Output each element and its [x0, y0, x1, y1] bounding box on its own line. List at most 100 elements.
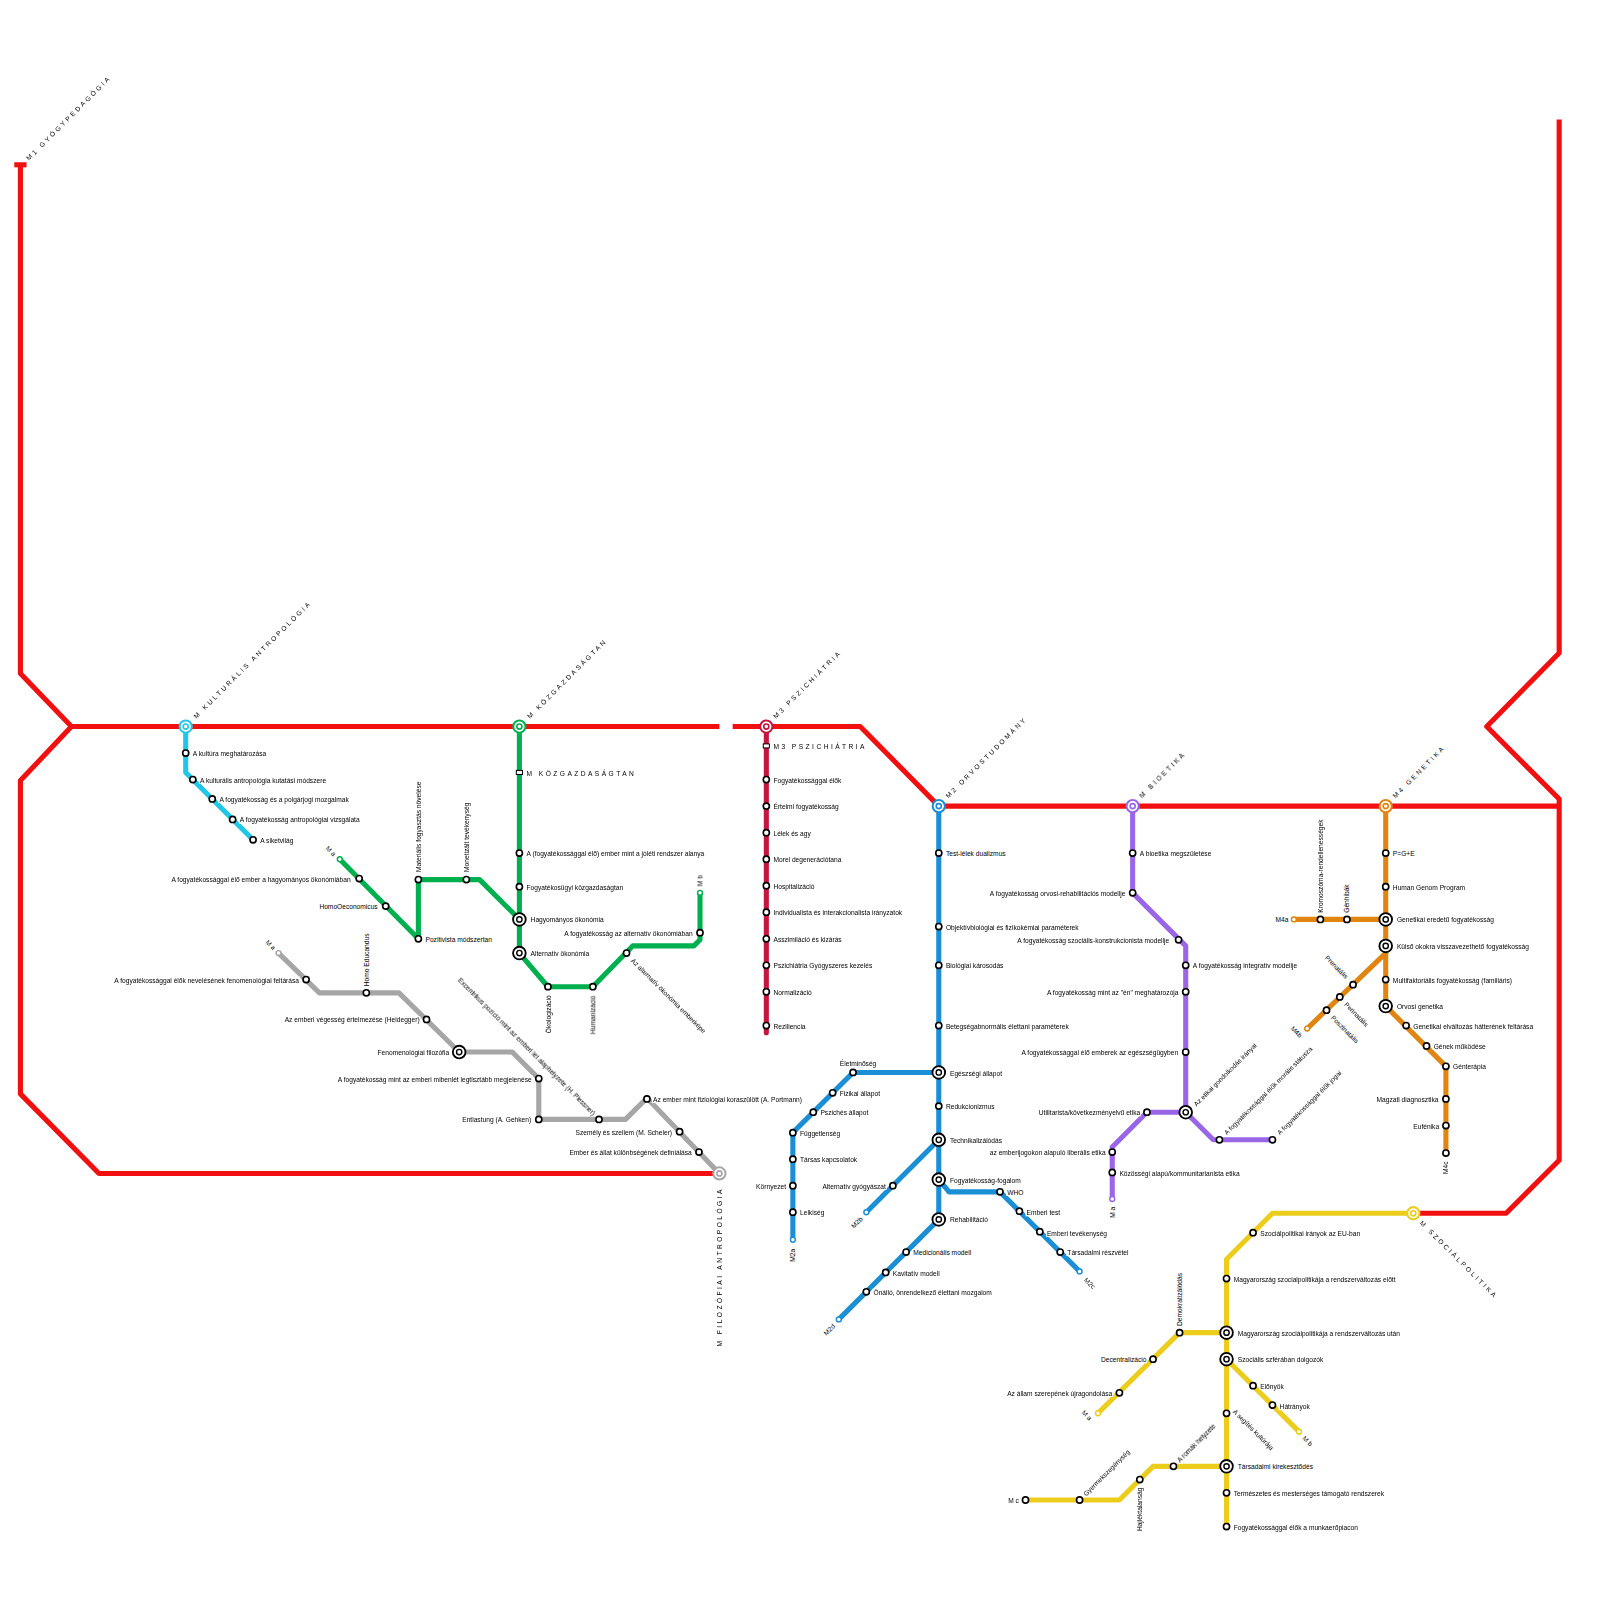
station-dot	[677, 1129, 683, 1135]
station-label: Biológiai károsodás	[945, 962, 1005, 970]
station-label: Asszimiláció és kizárás	[772, 935, 842, 943]
station-label: Genetikai eredetű fogyatékosság	[1396, 916, 1495, 924]
line-title: M KÖZGAZDASÁGTAN	[525, 636, 609, 720]
interchange-ring	[932, 1173, 945, 1186]
station-label: Perinatális	[1342, 1000, 1371, 1029]
terminal-ring	[1407, 1207, 1419, 1219]
station-label: Prenatális	[1323, 953, 1351, 981]
station-label: Medicionális modell	[912, 1248, 972, 1256]
line-title: M3 PSZICHIÁTRIA	[771, 647, 844, 720]
station-dot	[1423, 1043, 1429, 1049]
interchange-ring	[1179, 1106, 1192, 1119]
station-label: Redukcionizmus	[945, 1103, 996, 1111]
station-label: P=G+E	[1392, 849, 1416, 857]
station-dot	[936, 850, 942, 856]
line-title: M FILOZÓFIAI ANTROPOLÓGIA	[716, 1186, 724, 1347]
station-dot	[383, 903, 389, 909]
line-end-bar	[14, 162, 26, 167]
station-dot	[936, 923, 942, 929]
station-dot	[830, 1090, 836, 1096]
line-end	[1305, 1026, 1310, 1031]
station-label: M a	[1109, 1205, 1117, 1218]
station-dot	[810, 1109, 816, 1115]
station-dot	[1383, 977, 1389, 983]
station-label: Utilitarista/következményelvű etika	[1038, 1109, 1141, 1117]
terminal-rect	[763, 744, 769, 748]
station-label: Hátrányok	[1279, 1403, 1311, 1411]
station-dot	[415, 936, 421, 942]
station-label: Alternatív gyógyászat	[821, 1182, 886, 1190]
interchange-ring	[513, 947, 526, 960]
station-dot	[1443, 1096, 1449, 1102]
interchange-core	[517, 950, 522, 955]
station-dot	[230, 816, 236, 822]
station-label: M2a	[789, 1247, 797, 1262]
station-dot	[1130, 850, 1136, 856]
station-label: Fogyatékosság-fogalom	[949, 1176, 1022, 1184]
purple-line	[1112, 806, 1272, 1199]
station-label: M4c	[1442, 1160, 1450, 1175]
station-dot	[1269, 1402, 1275, 1408]
grey-line	[279, 953, 720, 1173]
station-label: Materiális fogyasztás növelése	[415, 780, 423, 872]
line-end	[836, 1317, 841, 1322]
station-label: Szociális szférában dolgozók	[1237, 1356, 1325, 1364]
terminal-ring	[713, 1167, 725, 1179]
station-dot	[1130, 890, 1136, 896]
station-label: Gyermekszegénység	[1081, 1447, 1132, 1498]
station-label: Természetes és mesterséges támogató rend…	[1233, 1489, 1385, 1497]
station-dot	[1176, 937, 1182, 943]
station-dot	[356, 876, 362, 882]
station-label: Az emberi végesség értelmezése (Heidegge…	[284, 1016, 421, 1024]
line-end	[1291, 917, 1296, 922]
station-dot	[1170, 1463, 1176, 1469]
station-label: A fogyatékossággal élő ember a hagyomány…	[170, 875, 351, 883]
station-dot	[883, 1269, 889, 1275]
interchange-core	[936, 1217, 941, 1222]
station-dot	[623, 950, 629, 956]
interchange-ring	[1220, 1326, 1233, 1339]
station-label: Ember és állat különbségének definiálása	[568, 1148, 692, 1156]
station-label: M a	[1080, 1407, 1095, 1422]
station-dot	[1317, 916, 1323, 922]
line-end	[1110, 1197, 1115, 1202]
station-dot	[1183, 1049, 1189, 1055]
station-label: Életminőség	[839, 1060, 878, 1068]
station-label: A fogyatékosság antropológiai vizsgálata	[239, 816, 361, 824]
terminal-ring	[513, 720, 525, 732]
station-dot	[936, 962, 942, 968]
interchange-ring	[932, 1133, 945, 1146]
station-dot	[303, 977, 309, 983]
station-dot	[763, 777, 769, 783]
station-label: Az ember mint fiziológiai koraszülött (A…	[652, 1095, 803, 1103]
terminal-ring	[760, 720, 772, 732]
station-label: Hospitalizáció	[772, 882, 815, 890]
station-label: Fogyatékossággal élők a munkaerőpiacon	[1233, 1523, 1359, 1531]
station-label: Pozitivista módszertan	[424, 935, 492, 943]
station-label: M b	[1300, 1433, 1315, 1448]
interchange-ring	[932, 1066, 945, 1079]
station-label: A fogyatékossággal élő emberek az egészs…	[1020, 1048, 1179, 1056]
line-title: M SZOCIÁLPOLITIKA	[1418, 1218, 1501, 1301]
station-dot	[1350, 982, 1356, 988]
station-label: Függetlenség	[799, 1129, 841, 1137]
station-dot	[590, 984, 596, 990]
interchange-core	[936, 1070, 941, 1075]
station-label: Ökologizáció	[544, 994, 552, 1034]
station-dot	[763, 803, 769, 809]
interchange-core	[1224, 1357, 1229, 1362]
station-dot	[1109, 1169, 1115, 1175]
line-title: M KÖZGAZDASÁGTAN	[526, 769, 638, 777]
station-label: Közösségi alapú/kommunitarianista etika	[1118, 1169, 1240, 1177]
station-dot	[850, 1069, 856, 1075]
station-label: Környezet	[755, 1182, 787, 1190]
station-label: Morel degenerációtana	[772, 856, 842, 864]
station-label: M2b	[849, 1214, 865, 1230]
station-dot	[1223, 1410, 1229, 1416]
terminal-core	[1383, 804, 1388, 809]
station-dot	[936, 1103, 942, 1109]
terminal-core	[1411, 1211, 1416, 1216]
station-label: Fogyatékosügyi közgazdaságtan	[526, 883, 625, 891]
interchange-core	[517, 917, 522, 922]
